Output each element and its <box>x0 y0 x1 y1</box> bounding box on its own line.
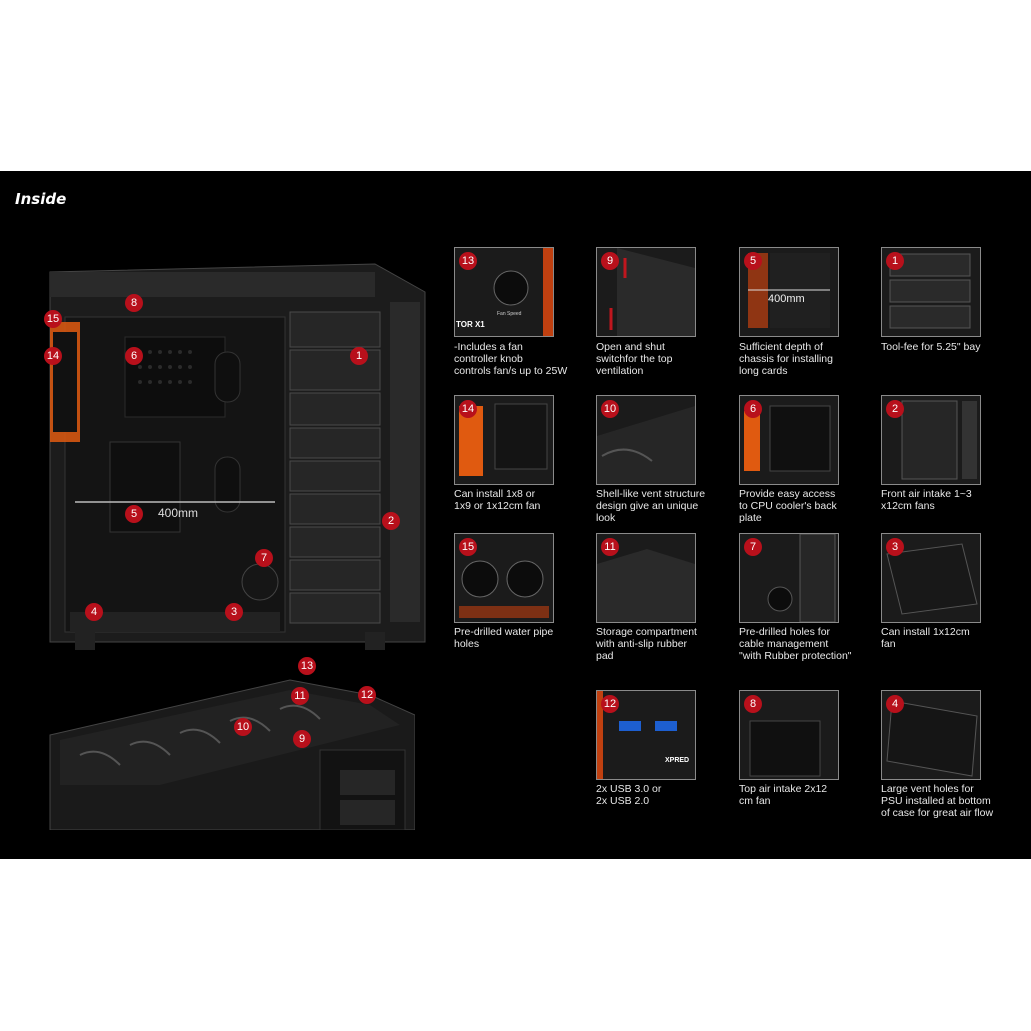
dimension-label: 400mm <box>158 506 199 520</box>
feature-thumb-cable-holes: 7 <box>739 533 839 623</box>
feature-thumb-rear-fan: 14 <box>454 395 554 485</box>
feature-caption: Can install 1x12cm fan <box>881 626 970 650</box>
feature-badge: 9 <box>601 252 619 270</box>
feature-badge: 15 <box>459 538 477 556</box>
feature-caption: Top air intake 2x12 cm fan <box>739 783 828 807</box>
feature-caption: Open and shut switchfor the top ventilat… <box>596 341 673 377</box>
feature-badge: 6 <box>744 400 762 418</box>
feature-thumb-psu-vents: 4 <box>881 690 981 780</box>
case-badge-14: 14 <box>44 347 62 365</box>
thumb-text: TOR X1 <box>456 320 485 329</box>
case-badge-4: 4 <box>85 603 103 621</box>
case-badge-6: 6 <box>125 347 143 365</box>
feature-badge: 13 <box>459 252 477 270</box>
case-badge-7: 7 <box>255 549 273 567</box>
feature-badge: 12 <box>601 695 619 713</box>
feature-thumb-usb-ports: 12 XPRED <box>596 690 696 780</box>
feature-caption: Large vent holes for PSU installed at bo… <box>881 783 994 819</box>
thumb-text: XPRED <box>665 757 690 764</box>
feature-badge: 2 <box>886 400 904 418</box>
feature-caption: Storage compartment with anti-slip rubbe… <box>596 626 697 662</box>
feature-caption: Pre-drilled holes for cable management "… <box>739 626 852 662</box>
case-badge-1: 1 <box>350 347 368 365</box>
case-badge-2: 2 <box>382 512 400 530</box>
feature-caption: Can install 1x8 or 1x9 or 1x12cm fan <box>454 488 541 512</box>
thumb-text: 400mm <box>768 293 805 305</box>
feature-thumb-front-intake: 2 <box>881 395 981 485</box>
case-badge-8: 8 <box>125 294 143 312</box>
feature-thumb-storage-compartment: 11 <box>596 533 696 623</box>
feature-thumb-fan-controller: 13 TOR X1 Fan Speed <box>454 247 554 337</box>
feature-caption: -Includes a fan controller knob controls… <box>454 341 568 377</box>
feature-caption: Shell-like vent structure design give an… <box>596 488 706 524</box>
feature-caption: Provide easy access to CPU cooler's back… <box>739 488 837 524</box>
section-heading: Inside <box>15 190 67 208</box>
top-badge-9: 9 <box>293 730 311 748</box>
feature-caption: 2x USB 3.0 or 2x USB 2.0 <box>596 783 662 807</box>
feature-caption: Front air intake 1~3 x12cm fans <box>881 488 972 512</box>
feature-badge: 7 <box>744 538 762 556</box>
case-interior-illustration <box>45 262 430 652</box>
feature-badge: 5 <box>744 252 762 270</box>
feature-thumb-top-intake: 8 <box>739 690 839 780</box>
case-badge-15: 15 <box>44 310 62 328</box>
feature-badge: 14 <box>459 400 477 418</box>
top-badge-10: 10 <box>234 718 252 736</box>
case-badge-3: 3 <box>225 603 243 621</box>
feature-badge: 4 <box>886 695 904 713</box>
feature-caption: Sufficient depth of chassis for installi… <box>739 341 833 377</box>
feature-thumb-chassis-depth: 5 400mm <box>739 247 839 337</box>
feature-thumb-shell-vent: 10 <box>596 395 696 485</box>
thumb-text: Fan Speed <box>497 311 522 317</box>
feature-badge: 11 <box>601 538 619 556</box>
case-badge-5: 5 <box>125 505 143 523</box>
top-badge-13: 13 <box>298 657 316 675</box>
case-top-illustration <box>40 655 416 831</box>
feature-badge: 8 <box>744 695 762 713</box>
top-badge-12: 12 <box>358 686 376 704</box>
feature-badge: 1 <box>886 252 904 270</box>
feature-caption: Tool-fee for 5.25" bay <box>881 341 981 353</box>
feature-badge: 10 <box>601 400 619 418</box>
feature-thumb-cpu-access: 6 <box>739 395 839 485</box>
feature-thumb-water-holes: 15 <box>454 533 554 623</box>
feature-caption: Pre-drilled water pipe holes <box>454 626 554 650</box>
feature-thumb-vent-switch: 9 <box>596 247 696 337</box>
feature-badge: 3 <box>886 538 904 556</box>
feature-thumb-toolfree-bay: 1 <box>881 247 981 337</box>
top-badge-11: 11 <box>291 687 309 705</box>
feature-thumb-bottom-fan: 3 <box>881 533 981 623</box>
